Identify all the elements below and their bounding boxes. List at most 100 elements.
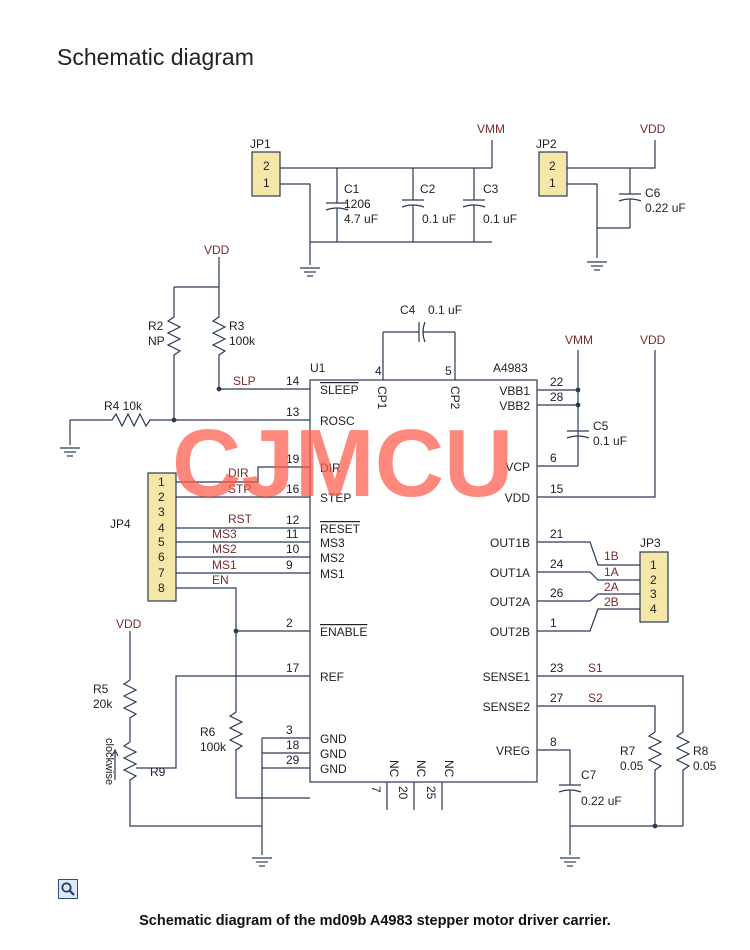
u1-right-pin-name: OUT2B — [490, 625, 530, 639]
net-s2: S2 — [588, 691, 603, 705]
cp-pin-num-5: 5 — [445, 364, 452, 378]
net-1b: 1B — [604, 549, 619, 563]
u1-right-pin-num: 26 — [550, 586, 564, 600]
cp2-label: CP2 — [448, 386, 462, 410]
magnifier-glyph — [61, 882, 75, 896]
vmm-label-right: VMM — [565, 333, 593, 347]
u1-left-pin-name: MS1 — [320, 567, 345, 581]
vdd-label-right: VDD — [640, 333, 666, 347]
net-s1: S1 — [588, 661, 603, 675]
r5-ref: R5 — [93, 682, 109, 696]
jp3-pin-2: 2 — [650, 573, 657, 587]
r2-value: NP — [148, 334, 165, 348]
u1-ref: U1 — [310, 361, 326, 375]
r7-ref: R7 — [620, 744, 636, 758]
c6-ref: C6 — [645, 186, 661, 200]
u1-left-pin-num: 3 — [286, 723, 293, 737]
u1-left-pin-num: 9 — [286, 558, 293, 572]
r9-potentiometer — [122, 741, 262, 827]
c2-capacitor — [401, 168, 425, 242]
u1-left-pin-num: 2 — [286, 616, 293, 630]
net-2b: 2B — [604, 595, 619, 609]
jp3-pin-1: 1 — [650, 558, 657, 572]
u1-left-pin-num: 16 — [286, 482, 300, 496]
r4-label: R4 10k — [104, 399, 143, 413]
u1-left-pin-name: ENABLE — [320, 625, 367, 639]
jp3-pin-3: 3 — [650, 587, 657, 601]
jp4-pin: 2 — [158, 490, 165, 504]
c1-capacitor — [325, 168, 349, 242]
nc-label-3: NC — [442, 760, 456, 778]
u1-right-pin-name: VREG — [496, 744, 530, 758]
u1-left-pin-num: 17 — [286, 661, 300, 675]
u1-right-pin-name: SENSE2 — [483, 700, 531, 714]
r3-ref: R3 — [229, 319, 245, 333]
cp-pin-num-4: 4 — [375, 364, 382, 378]
r8-ref: R8 — [693, 744, 709, 758]
u1-right-pin-name: VBB2 — [499, 399, 530, 413]
u1-left-pin-num: 14 — [286, 374, 300, 388]
u1-left-pin-name: RESET — [320, 522, 361, 536]
jp1-pin-2: 2 — [263, 159, 270, 173]
vdd-label-top: VDD — [640, 122, 666, 136]
watermark: CJMCU — [172, 410, 513, 517]
c4-value: 0.1 uF — [428, 303, 462, 317]
c1-ref: C1 — [344, 182, 360, 196]
u1-left-pin-num: 29 — [286, 753, 300, 767]
u1-left-pin-name: GND — [320, 747, 347, 761]
net-1a: 1A — [604, 565, 619, 579]
jp4-pin: 5 — [158, 535, 165, 549]
vdd-label-left: VDD — [204, 243, 230, 257]
u1-right-pin-num: 6 — [550, 451, 557, 465]
net-dir: DIR — [228, 466, 249, 480]
net-2a: 2A — [604, 580, 619, 594]
figure-caption: Schematic diagram of the md09b A4983 ste… — [139, 913, 611, 929]
jp2-pin-1: 1 — [549, 176, 556, 190]
u1-chip — [309, 379, 538, 783]
jp1-header: JP1 2 1 — [250, 137, 281, 197]
r8-value: 0.05 — [693, 759, 717, 773]
c2-ref: C2 — [420, 182, 436, 196]
jp3-pin-4: 4 — [650, 602, 657, 616]
u1-left-pin-name: SLEEP — [320, 383, 359, 397]
c3-capacitor — [462, 168, 486, 242]
u1-right-pin-name: VDD — [505, 491, 531, 505]
u1-right-pin-name: OUT2A — [490, 595, 530, 609]
c5-capacitor — [566, 430, 590, 439]
vdd-label-pot: VDD — [116, 617, 142, 631]
u1-right-pin-name: OUT1B — [490, 536, 530, 550]
net-en: EN — [212, 573, 229, 587]
c2-value: 0.1 uF — [422, 212, 456, 226]
net-slp: SLP — [233, 374, 256, 388]
c3-ref: C3 — [483, 182, 499, 196]
u1-left-pin-name: MS2 — [320, 551, 345, 565]
c3-value: 0.1 uF — [483, 212, 517, 226]
u1-right-pin-num: 28 — [550, 390, 564, 404]
jp2-pin-2: 2 — [549, 159, 556, 173]
u1-left-pin-name: GND — [320, 762, 347, 776]
jp4-pin: 8 — [158, 581, 165, 595]
cp1-label: CP1 — [375, 386, 389, 410]
r4-resistor — [70, 412, 310, 428]
r9-ref: R9 — [150, 765, 166, 779]
u1-left-pin-name: DIR — [320, 461, 341, 475]
net-rst: RST — [228, 512, 253, 526]
r9-note: clockwise — [103, 738, 115, 785]
magnifier-icon[interactable] — [58, 879, 78, 899]
jp4-pin: 1 — [158, 475, 165, 489]
nc-pin-25: 25 — [424, 786, 438, 800]
jp2-ref: JP2 — [536, 137, 557, 151]
u1-right-pin-num: 15 — [550, 482, 564, 496]
jp3-header: JP3 1 2 3 4 — [639, 536, 669, 623]
jp4-pin: 7 — [158, 566, 165, 580]
u1-right-pin-num: 23 — [550, 661, 564, 675]
u1-left-pin-num: 10 — [286, 542, 300, 556]
u1-right-pin-name: VBB1 — [499, 384, 530, 398]
jp4-header: JP4 — [110, 472, 177, 602]
u1-left-pin-name: STEP — [320, 491, 351, 505]
r5-value: 20k — [93, 697, 113, 711]
u1-right-pin-num: 27 — [550, 691, 564, 705]
u1-left-pin-name: ROSC — [320, 414, 355, 428]
u1-left-pin-num: 19 — [286, 452, 300, 466]
